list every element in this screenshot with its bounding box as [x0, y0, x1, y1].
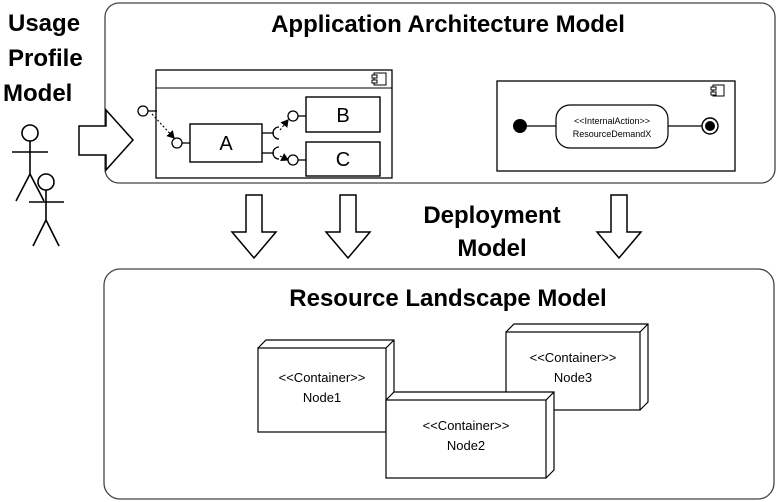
down-arrow-icon-2	[324, 194, 372, 260]
resource-landscape-title: Resource Landscape Model	[289, 285, 606, 312]
usage-profile-model-label: Usage Profile Model	[3, 10, 83, 107]
component-c-provided-interface-icon	[287, 154, 299, 166]
node-3-stereotype: <<Container>>	[530, 350, 617, 365]
composite-component: A B C	[137, 69, 393, 179]
application-architecture-title: Application Architecture Model	[271, 11, 625, 38]
deployment-model-label: Deployment Model	[423, 202, 560, 262]
node-2-stereotype: <<Container>>	[423, 418, 510, 433]
node-2: <<Container>> Node2	[385, 391, 555, 479]
usage-label-line3: Model	[3, 80, 72, 107]
node-2-name: Node2	[447, 438, 485, 453]
component-icon-2	[710, 84, 725, 97]
deployment-label-line2: Model	[457, 235, 526, 262]
deployment-label-line1: Deployment	[423, 202, 560, 229]
down-arrow-icon-3	[595, 194, 643, 260]
user-actor-icon-2	[29, 173, 64, 247]
node-1-name: Node1	[303, 390, 341, 405]
node-3: <<Container>> Node3	[505, 323, 649, 411]
user-actor-icon	[12, 124, 48, 202]
usage-arrow-icon	[78, 108, 135, 172]
component-c-label: C	[336, 149, 350, 171]
component-a	[189, 123, 263, 163]
node-1-stereotype: <<Container>>	[279, 370, 366, 385]
provided-interface-icon	[137, 105, 149, 117]
node-3-name: Node3	[554, 370, 592, 385]
usage-label-line1: Usage	[8, 10, 80, 37]
deployment-arrows	[230, 194, 643, 260]
down-arrow-icon	[230, 194, 278, 260]
behaviour-specification: <<InternalAction>> ResourceDemandX	[496, 80, 736, 172]
required-interface-icon	[272, 126, 280, 140]
component-a-provided-interface-icon	[171, 137, 183, 149]
usage-label-line2: Profile	[8, 45, 83, 72]
component-b-label: B	[336, 105, 349, 127]
internal-action	[555, 104, 669, 149]
component-b-provided-interface-icon	[287, 110, 299, 122]
start-node-icon	[513, 119, 527, 133]
node-1: <<Container>> Node1	[257, 339, 395, 433]
internal-action-name: ResourceDemandX	[573, 129, 652, 139]
component-b	[305, 96, 381, 133]
internal-action-stereotype: <<InternalAction>>	[574, 116, 650, 126]
required-interface-icon-2	[272, 146, 280, 160]
component-a-label: A	[219, 133, 233, 155]
component-c	[305, 141, 381, 177]
component-icon	[371, 72, 387, 86]
